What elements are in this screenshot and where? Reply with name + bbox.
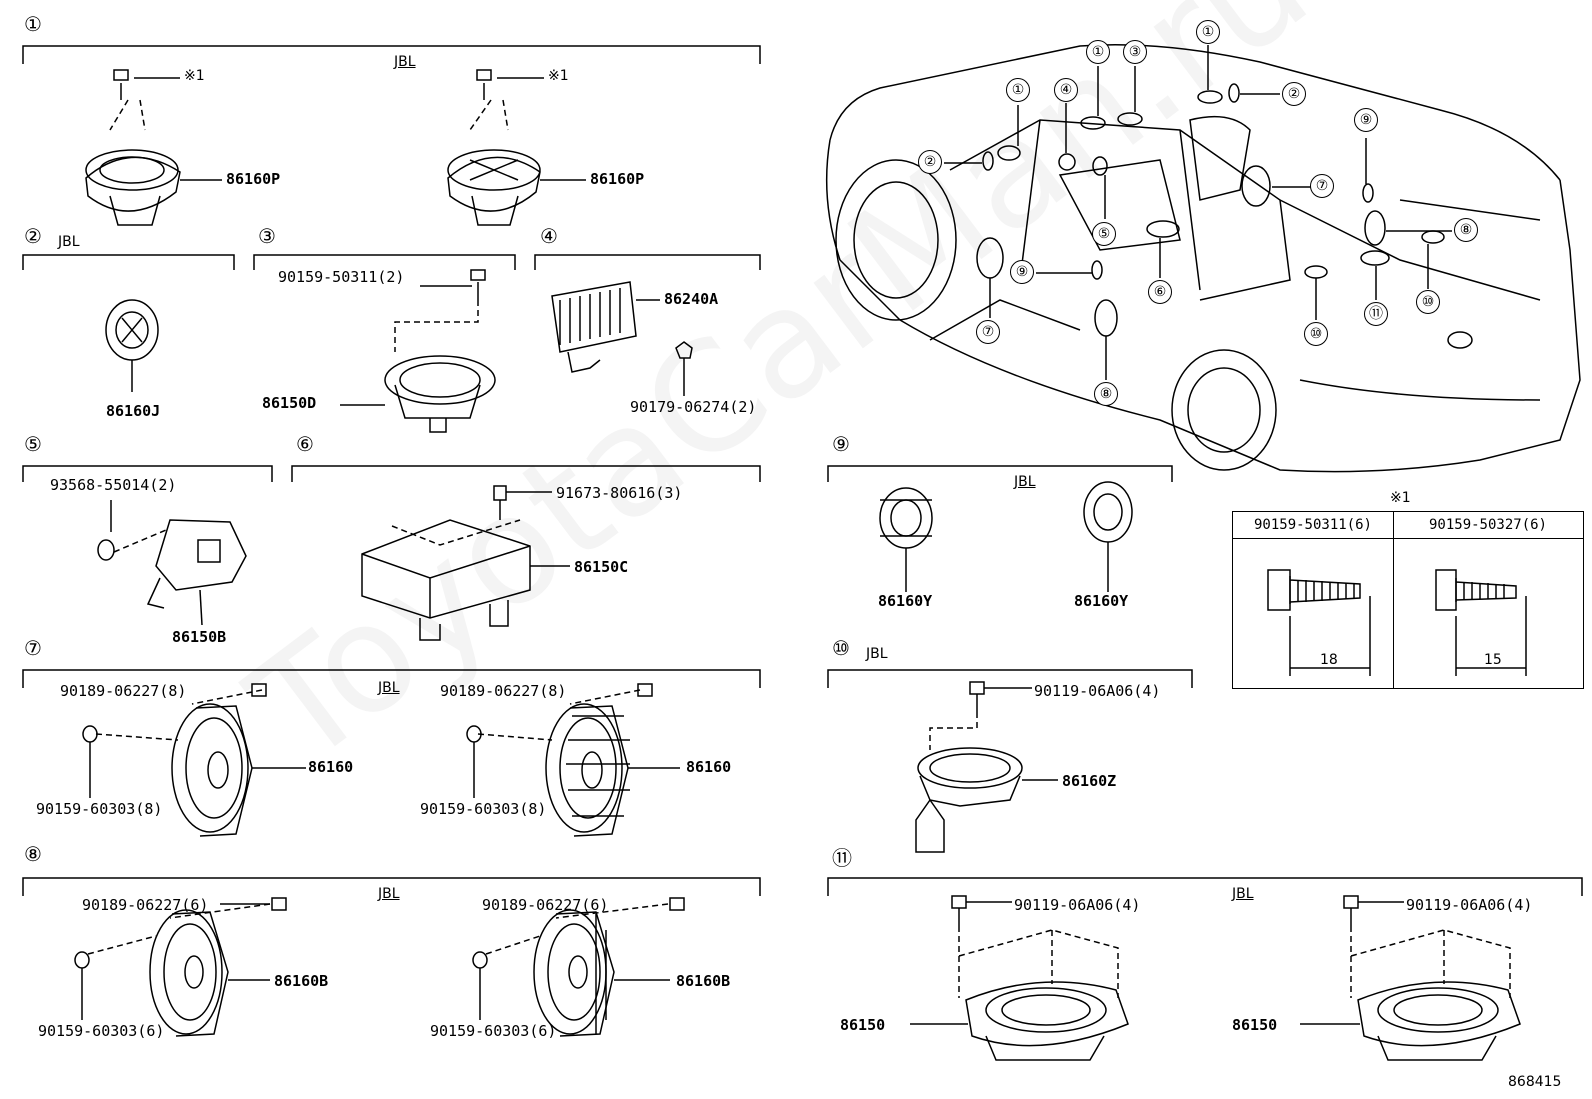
car-callout: ⑩ <box>1416 290 1440 314</box>
group-label-3: ③ <box>258 224 276 248</box>
part-86150B: 86150B <box>172 628 227 646</box>
speaker-86160Y-a <box>879 487 933 592</box>
note-mark: ※1 <box>184 68 205 84</box>
part-86160P: 86160P <box>226 170 281 188</box>
car-callout: ① <box>1086 40 1110 64</box>
speaker-86160J <box>105 299 159 392</box>
diagram-reference-number: 868415 <box>1508 1074 1562 1090</box>
bolt-table: 90159-50311(6) 90159-50327(6) <box>1232 511 1584 689</box>
jbl-label: JBL <box>378 886 400 902</box>
part-90189-06227: 90189-06227(8) <box>60 682 187 700</box>
part-91673-80616: 91673-80616(3) <box>556 484 683 502</box>
group-label-4: ④ <box>540 224 558 248</box>
car-callout: ③ <box>1123 40 1147 64</box>
part-90159-60303: 90159-60303(6) <box>38 1022 165 1040</box>
part-86240A: 86240A <box>664 290 719 308</box>
part-86160Z: 86160Z <box>1062 772 1117 790</box>
group-label-2: ② <box>24 224 42 248</box>
jbl-label: JBL <box>378 680 400 696</box>
tweeter-pod-1b <box>447 69 586 226</box>
note-mark: ※1 <box>1390 490 1411 506</box>
part-90119-06A06: 90119-06A06(4) <box>1406 896 1533 914</box>
group-label-9: ⑨ <box>832 432 850 456</box>
car-callout: ⑨ <box>1354 108 1378 132</box>
part-90119-06A06: 90119-06A06(4) <box>1014 896 1141 914</box>
part-90189-06227: 90189-06227(8) <box>440 682 567 700</box>
bolt-length-18: 18 <box>1320 652 1338 668</box>
car-callout: ① <box>1006 78 1030 102</box>
bolt-table-header-1: 90159-50311(6) <box>1233 512 1393 539</box>
jbl-label: JBL <box>58 234 80 250</box>
part-86150C: 86150C <box>574 558 629 576</box>
part-86160Y: 86160Y <box>1074 592 1129 610</box>
group-label-7: ⑦ <box>24 636 42 660</box>
group-brackets <box>22 45 1583 896</box>
speaker-86150D <box>340 269 496 433</box>
jbl-label: JBL <box>1014 474 1036 490</box>
car-callout: ② <box>918 150 942 174</box>
car-callout: ⑧ <box>1454 218 1478 242</box>
group-label-1: ① <box>24 12 42 36</box>
speaker-86160Y-b <box>1083 481 1133 592</box>
part-90189-06227: 90189-06227(6) <box>82 896 209 914</box>
part-86160: 86160 <box>308 758 354 776</box>
car-callout: ⑧ <box>1094 382 1118 406</box>
jbl-label: JBL <box>394 54 416 70</box>
speaker-86150B <box>97 500 247 626</box>
jbl-label: JBL <box>866 646 888 662</box>
group-label-10: ⑩ <box>832 636 850 660</box>
subwoofer-86150-b <box>1300 895 1521 1061</box>
woofer-86160-b <box>466 683 680 837</box>
part-90159-50311: 90159-50311(2) <box>278 268 405 286</box>
amplifier-86240A <box>551 281 693 396</box>
part-90179-06274: 90179-06274(2) <box>630 398 757 416</box>
part-90119-06A06: 90119-06A06(4) <box>1034 682 1161 700</box>
part-86150: 86150 <box>840 1016 886 1034</box>
part-86150: 86150 <box>1232 1016 1278 1034</box>
car-callout: ② <box>1282 82 1306 106</box>
car-callout: ⑥ <box>1148 280 1172 304</box>
car-outline <box>825 43 1581 473</box>
part-86160: 86160 <box>686 758 732 776</box>
jbl-label: JBL <box>1232 886 1254 902</box>
part-86160Y: 86160Y <box>878 592 933 610</box>
bolt-drawings <box>1267 569 1527 676</box>
part-93568-55014: 93568-55014(2) <box>50 476 177 494</box>
group-label-8: ⑧ <box>24 842 42 866</box>
part-90159-60303: 90159-60303(8) <box>36 800 163 818</box>
group-label-6: ⑥ <box>296 432 314 456</box>
part-90159-60303: 90159-60303(6) <box>430 1022 557 1040</box>
ecu-86150C <box>361 485 570 641</box>
part-86160B: 86160B <box>676 972 731 990</box>
part-86160P: 86160P <box>590 170 645 188</box>
car-callout: ⑪ <box>1364 302 1388 326</box>
car-callout: ⑦ <box>976 320 1000 344</box>
group-label-11: ⑪ <box>832 846 852 870</box>
part-86160J: 86160J <box>106 402 161 420</box>
woofer-86160-a <box>82 683 306 837</box>
group-label-5: ⑤ <box>24 432 42 456</box>
car-callout: ⑩ <box>1304 322 1328 346</box>
car-callout: ① <box>1196 20 1220 44</box>
bolt-table-header-2: 90159-50327(6) <box>1393 512 1583 539</box>
car-callout: ⑤ <box>1092 222 1116 246</box>
speaker-86160Z <box>915 681 1058 853</box>
woofer-86160B-b <box>472 897 685 1037</box>
car-callout: ⑦ <box>1310 174 1334 198</box>
bolt-length-15: 15 <box>1484 652 1502 668</box>
tweeter-pod-1a <box>85 69 222 226</box>
part-90189-06227: 90189-06227(6) <box>482 896 609 914</box>
subwoofer-86150-a <box>910 895 1129 1061</box>
car-callout: ④ <box>1054 78 1078 102</box>
car-speaker-rings <box>976 83 1445 337</box>
woofer-86160B-a <box>74 897 287 1037</box>
part-86150D: 86150D <box>262 394 317 412</box>
note-mark: ※1 <box>548 68 569 84</box>
car-callout: ⑨ <box>1010 260 1034 284</box>
car-leader-lines <box>944 45 1452 380</box>
part-90159-60303: 90159-60303(8) <box>420 800 547 818</box>
part-86160B: 86160B <box>274 972 329 990</box>
